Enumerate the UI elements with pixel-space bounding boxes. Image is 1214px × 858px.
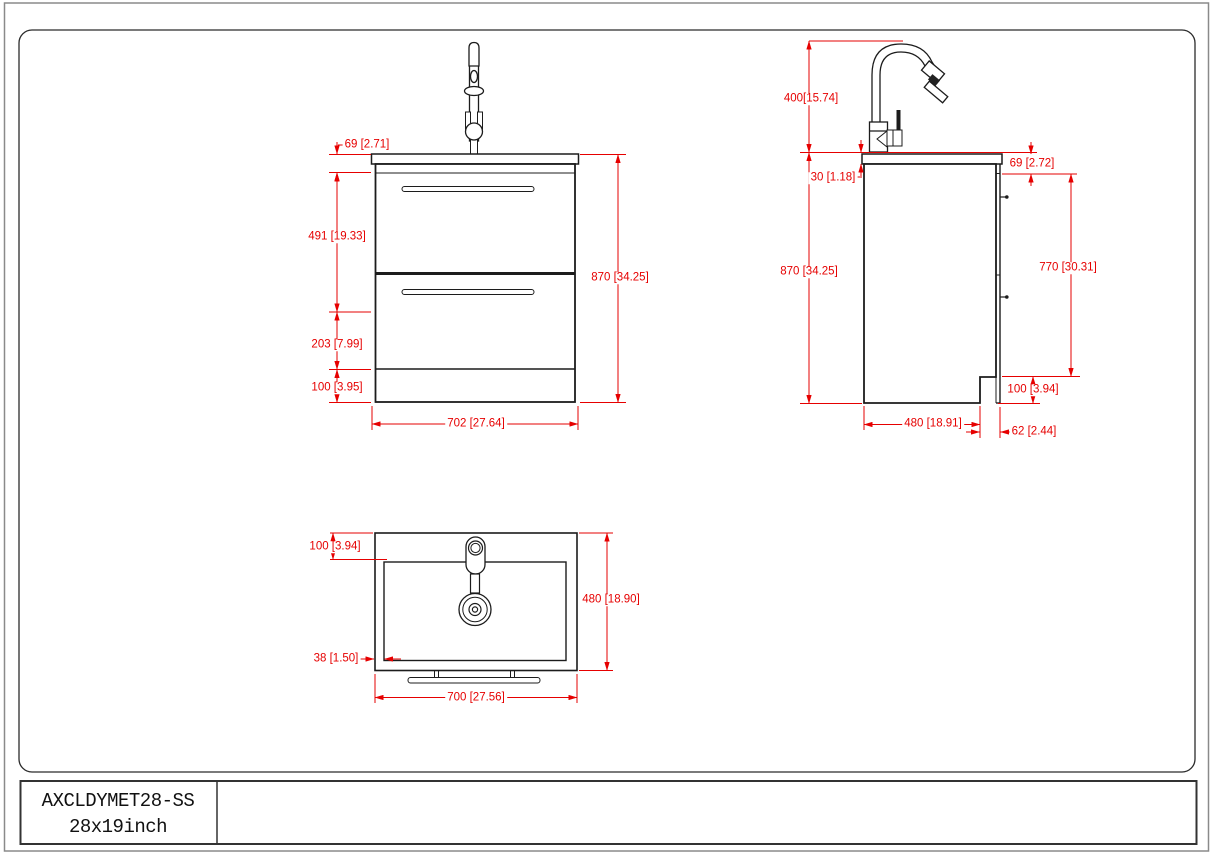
top-view-drawing — [374, 532, 578, 684]
side-view-drawing — [861, 43, 1009, 404]
side-drawer-knobs — [1000, 195, 1009, 299]
dim-side-cabinet-depth: 480 [18.91] — [902, 417, 964, 430]
dim-side-total-height: 870 [34.25] — [778, 265, 840, 278]
front-drawer-handle-upper — [401, 186, 535, 192]
dim-front-upper-drawer: 491 [19.33] — [306, 230, 368, 243]
side-cabinet — [861, 153, 1009, 404]
title-model-code: AXCLDYMET28-SS — [41, 790, 195, 812]
sheet-borders — [3, 2, 1210, 852]
top-drain — [458, 592, 492, 627]
dim-top-total-width: 700 [27.56] — [445, 691, 507, 704]
front-view-drawing — [370, 41, 580, 403]
dim-front-plinth-height: 100 [3.95] — [309, 381, 365, 394]
dim-top-rim-thickness: 38 [1.50] — [311, 652, 361, 665]
dim-side-countertop-thickness: 30 [1.18] — [808, 171, 858, 184]
dim-top-total-depth: 480 [18.90] — [580, 593, 642, 606]
dim-front-total-height: 870 [34.25] — [589, 271, 651, 284]
dim-side-drawer-stack: 770 [30.31] — [1037, 261, 1099, 274]
dim-side-faucet-height: 400[15.74] — [781, 92, 841, 105]
dim-side-top-section: 69 [2.72] — [1007, 157, 1057, 170]
top-handle — [407, 670, 541, 684]
side-faucet — [868, 43, 949, 153]
dim-top-basin-offset: 100 [3.94] — [307, 540, 363, 553]
front-drawer-handle-lower — [401, 289, 535, 295]
title-size-label: 28x19inch — [68, 816, 168, 838]
front-cabinet — [370, 153, 580, 403]
title-block — [19, 780, 1198, 845]
dim-side-toe-kick-height: 100 [3.94] — [1005, 383, 1061, 396]
dim-side-toe-kick-depth: 62 [2.44] — [1009, 425, 1059, 438]
side-faucet-handle — [896, 110, 901, 133]
top-faucet — [465, 536, 486, 594]
dim-front-lower-section: 203 [7.99] — [309, 338, 365, 351]
dim-front-total-width: 702 [27.64] — [445, 417, 507, 430]
dim-front-top-section: 69 [2.71] — [342, 138, 392, 151]
front-faucet — [463, 41, 485, 155]
